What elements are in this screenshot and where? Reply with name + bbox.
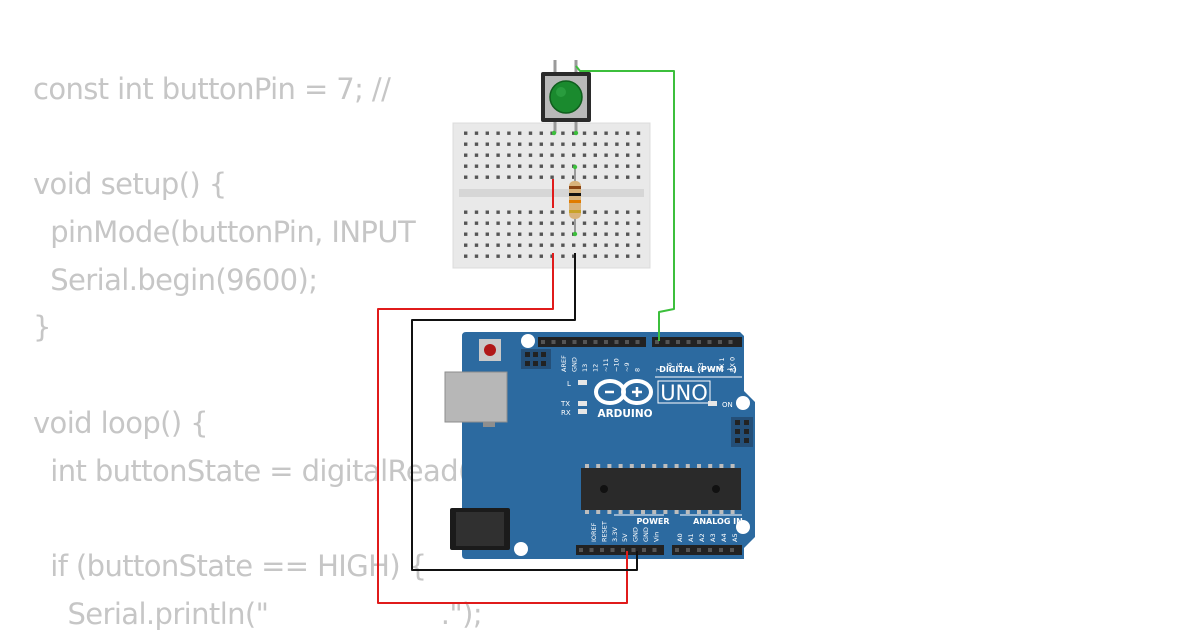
bottom-header-pins: [579, 548, 734, 552]
analog-pin-label: A0: [676, 533, 684, 542]
analog-pin-label: A3: [709, 533, 717, 542]
digital-pin-label: 12: [592, 364, 600, 372]
digital-pin-label: AREF: [560, 355, 568, 372]
tx-led-label: TX: [560, 400, 570, 408]
power-pin-label: Vin: [652, 532, 660, 542]
power-header-title: POWER: [636, 517, 669, 526]
analog-pin-label: A2: [698, 533, 706, 542]
brand-label: ARDUINO: [597, 408, 652, 420]
digital-pin-label: ~11: [602, 358, 610, 372]
code-line: const int buttonPin = 7; //: [33, 72, 391, 106]
breadboard: [452, 122, 651, 269]
power-pin-label: IOREF: [590, 522, 598, 542]
analog-header: [672, 545, 742, 555]
analog-pin-label: A1: [687, 533, 695, 542]
code-line: void setup() {: [33, 167, 227, 202]
power-pin-label: RESET: [600, 521, 608, 542]
digital-pin-label: ~6: [666, 362, 674, 372]
breadboard-holes: [464, 131, 641, 258]
code-line: int buttonState = digitalRead(: [33, 453, 469, 488]
code-line: }: [33, 310, 51, 345]
power-pin-label: 3.3V: [611, 527, 619, 542]
code-line: Serial.begin(9600);: [33, 262, 318, 297]
l-led-label: L: [567, 380, 571, 388]
red-wire-5v-main: [377, 253, 628, 604]
black-wire-gnd: [411, 253, 638, 571]
power-pin-label: GND: [632, 527, 640, 542]
model-label: UNO: [660, 381, 708, 405]
digital-pin-label: RX 0: [729, 357, 737, 372]
on-led-label: ON: [722, 401, 733, 409]
code-line: if (buttonState == HIGH) {: [33, 548, 427, 583]
code-line: void loop() {: [33, 405, 209, 440]
digital-pin-label: 2: [708, 368, 716, 372]
digital-pin-label: ~9: [623, 362, 631, 372]
microcontroller-chip: [581, 464, 741, 514]
digital-pin-label: ~3: [697, 362, 705, 372]
digital-pin-label: 4: [687, 368, 695, 372]
usb-connector: [444, 371, 508, 423]
rx-led-label: RX: [561, 409, 571, 417]
analog-pin-label: A4: [720, 533, 728, 542]
digital-pin-label: 13: [581, 364, 589, 372]
power-pin-label: GND: [642, 527, 650, 542]
green-wire-pin7: [575, 65, 675, 341]
power-header: [576, 545, 664, 555]
resistor: [569, 168, 581, 234]
wires: [377, 65, 675, 604]
power-pin-label: 5V: [621, 533, 629, 542]
wire-endpoints: [551, 130, 579, 237]
digital-pin-label: TX 1: [718, 357, 726, 373]
code-line: pinMode(buttonPin, INPUT: [33, 215, 416, 250]
digital-header-left: [538, 337, 646, 347]
digital-header-title: DIGITAL (PWM ~): [659, 365, 737, 374]
digital-pin-label: 7: [655, 368, 663, 372]
arduino-logo-icon: [594, 379, 653, 405]
button-cap: [549, 80, 583, 114]
digital-pin-label: 8: [634, 368, 642, 372]
analog-pin-label: A5: [731, 533, 739, 542]
digital-pin-label: ~10: [613, 358, 621, 372]
code-listing: const int buttonPin = 7; // void setup() …: [33, 66, 483, 638]
digital-header-pins: [541, 340, 733, 344]
digital-pin-label: GND: [571, 357, 579, 372]
digital-pin-label: ~5: [676, 362, 684, 372]
analog-header-title: ANALOG IN: [693, 517, 743, 526]
